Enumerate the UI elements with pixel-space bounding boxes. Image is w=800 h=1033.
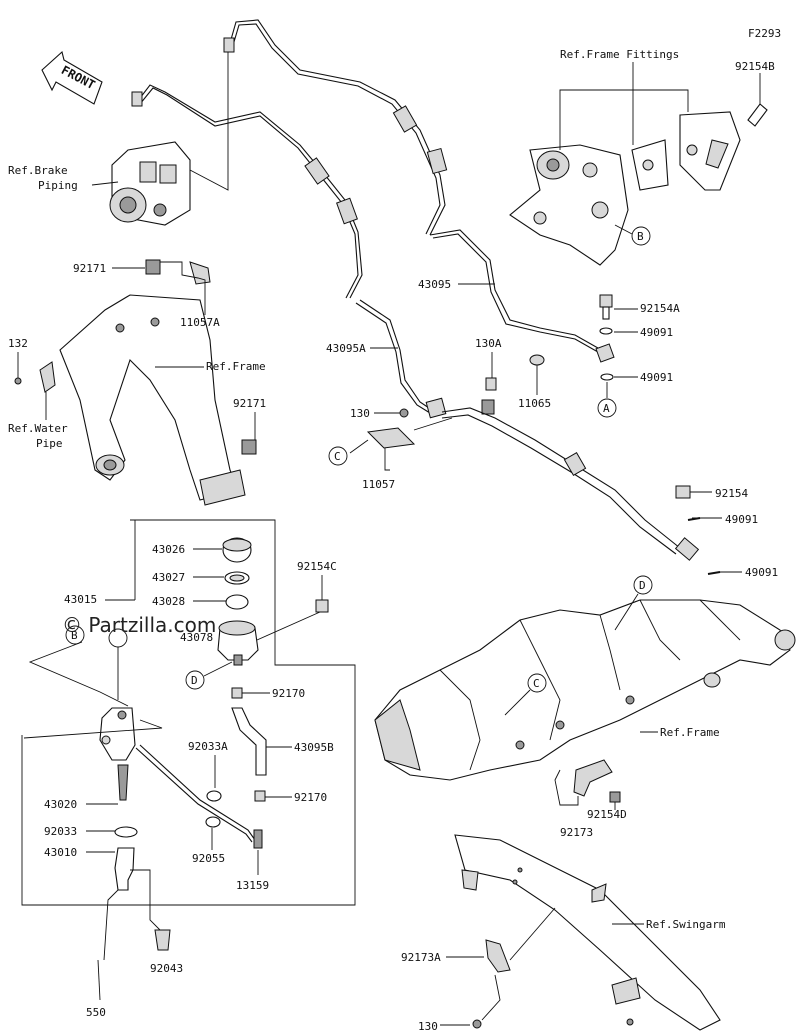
swingarm [454,834,721,1031]
part-92033A[interactable]: 92033A [188,740,228,753]
part-11057[interactable]: 11057 [362,478,395,491]
part-92170-a[interactable]: 92170 [272,687,305,700]
part-92055[interactable]: 92055 [192,852,225,865]
part-130A[interactable]: 130A [475,337,502,350]
part-92033[interactable]: 92033 [44,825,77,838]
diagram-id: F2293 [748,27,781,40]
ref-frame-top: Ref.Frame [206,360,266,373]
master-cylinder-body [99,707,138,891]
frame-fitting-bracket [509,103,768,266]
part-49091-b[interactable]: 49091 [640,371,673,384]
ref-water-pipe-1: Ref.Water [8,422,68,435]
part-13159[interactable]: 13159 [236,879,269,892]
banjo-bolt-top [595,294,615,381]
part-92173A[interactable]: 92173A [401,951,441,964]
part-92154C[interactable]: 92154C [297,560,337,573]
ref-brake-piping-2: Piping [38,179,78,192]
bracket-11057 [366,427,416,449]
part-43015[interactable]: 43015 [64,593,97,606]
bracket-92173 [573,759,621,803]
clamp-92171-top [145,259,211,285]
frame-member-left [59,294,246,506]
part-92171-a[interactable]: 92171 [73,262,106,275]
part-92154A[interactable]: 92154A [640,302,680,315]
part-130[interactable]: 130 [350,407,370,420]
part-43095A[interactable]: 43095A [326,342,366,355]
front-arrow-icon: FRONT [41,50,103,105]
part-11065[interactable]: 11065 [518,397,551,410]
abs-unit [109,141,191,226]
part-43010[interactable]: 43010 [44,846,77,859]
part-132[interactable]: 132 [8,337,28,350]
junction-block [425,397,495,419]
brake-pipes-top [131,19,606,357]
hose-43095B [231,707,267,776]
part-43028[interactable]: 43028 [152,595,185,608]
part-43095B[interactable]: 43095B [294,741,334,754]
part-49091-d[interactable]: 49091 [745,566,778,579]
part-43026[interactable]: 43026 [152,543,185,556]
ref-swingarm: Ref.Swingarm [646,918,726,931]
part-43095[interactable]: 43095 [418,278,451,291]
ref-frame-fittings: Ref.Frame Fittings [560,48,679,61]
reservoir-parts [217,537,259,666]
clamp-92173A [472,939,511,1029]
callout-D1[interactable]: D [191,674,198,687]
part-92173[interactable]: 92173 [560,826,593,839]
part-49091-c[interactable]: 49091 [725,513,758,526]
part-130-b[interactable]: 130 [418,1020,438,1033]
callout-C1[interactable]: C [334,450,341,463]
watermark: © Partzilla.com [62,613,216,637]
part-43020[interactable]: 43020 [44,798,77,811]
part-49091-a[interactable]: 49091 [640,326,673,339]
part-92154B[interactable]: 92154B [735,60,775,73]
callout-B2[interactable]: B [71,629,78,642]
part-92043[interactable]: 92043 [150,962,183,975]
part-92154D[interactable]: 92154D [587,808,627,821]
part-11057A[interactable]: 11057A [180,316,220,329]
part-43027[interactable]: 43027 [152,571,185,584]
callout-D2[interactable]: D [639,579,646,592]
joint-13159 [135,744,263,849]
rear-frame-assembly [374,599,796,781]
callout-A1[interactable]: A [603,402,610,415]
ref-water-pipe-2: Pipe [36,437,63,450]
ref-frame-bottom: Ref.Frame [660,726,720,739]
main-brake-hose [441,407,700,561]
part-92170-b[interactable]: 92170 [294,791,327,804]
clamp-92171-mid [241,439,257,455]
part-92171-b[interactable]: 92171 [233,397,266,410]
ref-brake-piping-1: Ref.Brake [8,164,68,177]
hose-43095A [355,299,433,414]
callout-B1[interactable]: B [637,230,644,243]
part-92154[interactable]: 92154 [715,487,748,500]
part-550[interactable]: 550 [86,1006,106,1019]
callout-C2[interactable]: C [533,677,540,690]
water-pipe-clamp [39,361,56,393]
part-43078[interactable]: 43078 [180,631,213,644]
